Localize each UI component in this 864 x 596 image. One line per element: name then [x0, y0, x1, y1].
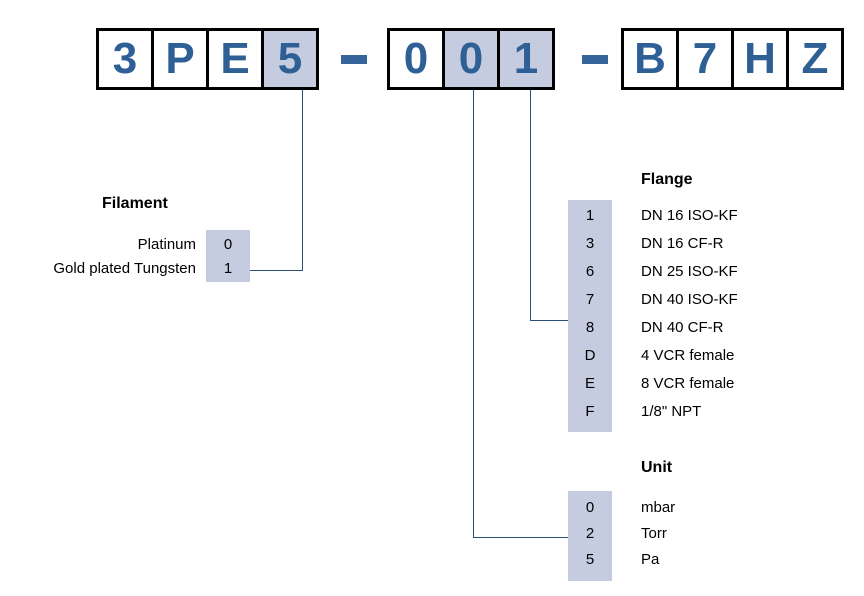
code-char-2-1: 0 [387, 28, 445, 90]
flange-option-code: 1 [585, 207, 595, 224]
code-char-1-4: 5 [261, 28, 319, 90]
separator-dash-1 [341, 55, 367, 64]
flange-option-code: F [585, 403, 595, 420]
filament-option-label: Platinum [137, 236, 196, 253]
unit-option-label: Pa [641, 551, 660, 568]
separator-dash-2 [582, 55, 608, 64]
code-char-1-3: E [206, 28, 264, 90]
flange-option-label: 1/8" NPT [641, 403, 702, 420]
filament-section-title: Filament [102, 195, 168, 212]
code-char-3-3: H [731, 28, 789, 90]
filament-code-column [206, 230, 250, 282]
unit-option-code: 0 [585, 499, 595, 516]
flange-option-label: 8 VCR female [641, 375, 735, 392]
code-char-2-3: 1 [497, 28, 555, 90]
flange-option-label: DN 25 ISO-KF [641, 263, 738, 280]
flange-option-label: 4 VCR female [641, 347, 735, 364]
code-char-1-1: 3 [96, 28, 154, 90]
code-char-3-1: B [621, 28, 679, 90]
unit-option-code: 5 [585, 551, 595, 568]
unit-option-label: Torr [641, 525, 667, 542]
connector-flange-horizontal [530, 320, 568, 321]
code-char-3-2: 7 [676, 28, 734, 90]
flange-code-column [568, 200, 612, 432]
filament-option-code: 0 [223, 236, 233, 253]
code-char-3-4: Z [786, 28, 844, 90]
filament-option-label: Gold plated Tungsten [53, 260, 196, 277]
code-char-2-2: 0 [442, 28, 500, 90]
connector-filament-vertical [302, 90, 303, 271]
flange-option-code: 6 [585, 263, 595, 280]
code-char-1-2: P [151, 28, 209, 90]
flange-option-code: 7 [585, 291, 595, 308]
connector-filament-horizontal [250, 270, 303, 271]
connector-unit-vertical [473, 90, 474, 538]
flange-option-code: 3 [585, 235, 595, 252]
unit-code-column [568, 491, 612, 581]
connector-unit-horizontal [473, 537, 568, 538]
flange-option-label: DN 16 ISO-KF [641, 207, 738, 224]
connector-flange-vertical [530, 90, 531, 321]
flange-option-code: E [584, 375, 595, 392]
flange-option-label: DN 40 ISO-KF [641, 291, 738, 308]
unit-option-code: 2 [585, 525, 595, 542]
flange-section-title: Flange [641, 171, 693, 188]
flange-option-label: DN 40 CF-R [641, 319, 724, 336]
flange-option-code: D [584, 347, 596, 364]
unit-section-title: Unit [641, 459, 673, 476]
flange-option-code: 8 [585, 319, 595, 336]
unit-option-label: mbar [641, 499, 676, 516]
flange-option-label: DN 16 CF-R [641, 235, 724, 252]
filament-option-code: 1 [223, 260, 233, 277]
